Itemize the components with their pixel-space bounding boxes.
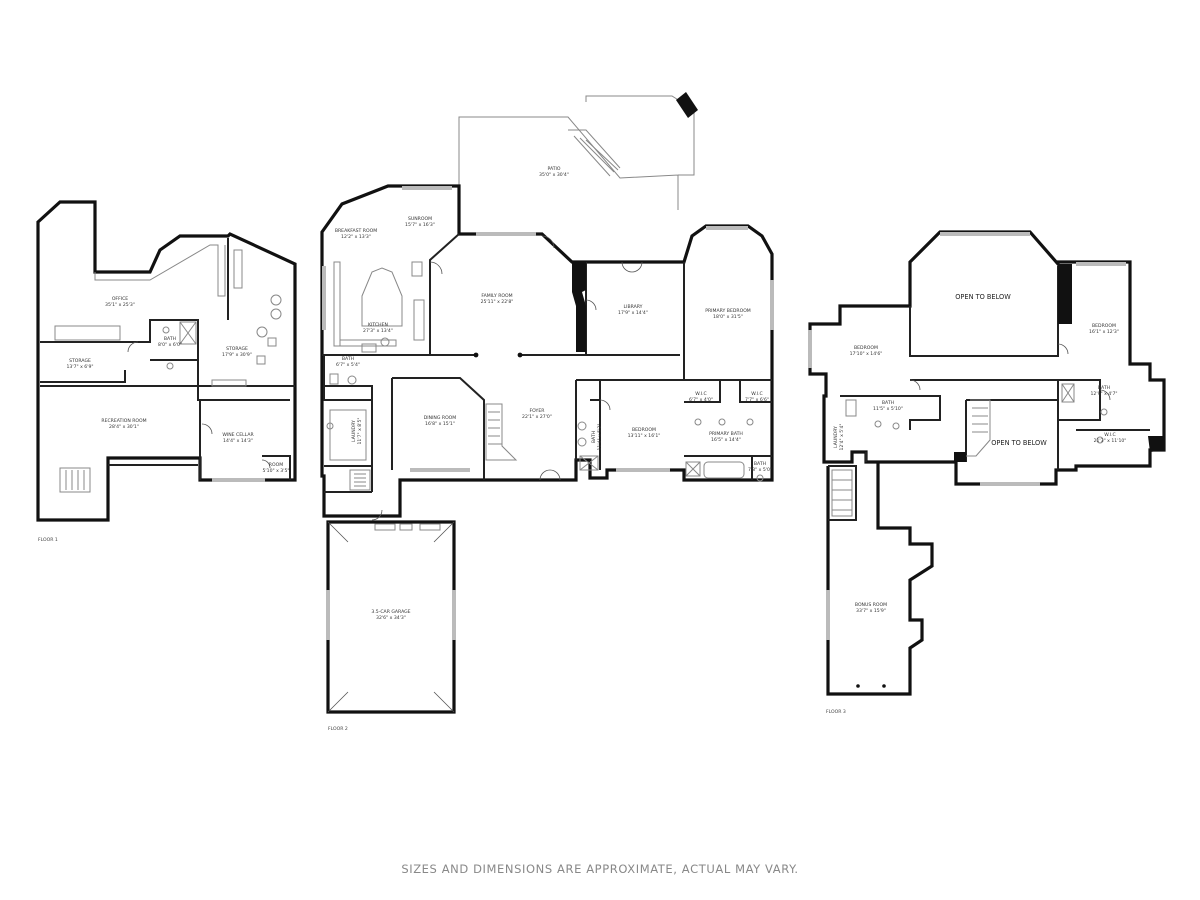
room-label: STORAGE [226,346,248,352]
room-dimensions: 16'5" x 14'4" [711,437,741,443]
room-dimensions: 16'1" x 12'3" [1089,329,1119,335]
room-label: PRIMARY BEDROOM [705,308,751,314]
room-label: BATH [754,461,766,467]
room-label: FOYER [530,408,546,414]
room-label: BEDROOM [632,427,656,433]
room-dimensions: 16'8" x 15'1" [425,421,455,427]
room-dimensions: 11'7" x 8'5" [357,417,363,444]
room-dimensions: 11'5" x 5'10" [873,406,903,412]
room-label: OFFICE [112,296,128,302]
room-dimensions: 18'0" x 31'5" [713,314,743,320]
room-dimensions: 17'9" x 30'9" [222,352,252,358]
room-label: W.I.C [751,391,763,397]
disclaimer-text: SIZES AND DIMENSIONS ARE APPROXIMATE, AC… [401,862,799,876]
floor-label: FLOOR 2 [328,726,348,732]
room-dimensions: 13'11" x 16'1" [628,433,661,439]
room-dimensions: 25'11" x 22'8" [481,299,514,305]
room-label: W.I.C [695,391,707,397]
room-label: BEDROOM [1092,323,1116,329]
room-dimensions: 12'2" x 13'3" [341,234,371,240]
floor-3-plan [808,230,1166,696]
room-label: WINE CELLAR [222,432,254,438]
room-label: BREAKFAST ROOM [335,228,377,234]
floor-1-labels: OFFICE 35'1" x 25'3" STORAGE 13'7" x 6'9… [38,296,290,543]
room-label: BATH [591,431,597,443]
room-dimensions: 14'4" x 14'3" [223,438,253,444]
room-dimensions: 6'7" x 5'4" [336,362,360,368]
room-dimensions: 11'4" x 5'2" [597,423,603,450]
room-label: LAUNDRY [351,420,357,442]
floor-label: FLOOR 1 [38,537,58,543]
room-label: STORAGE [69,358,91,364]
room-dimensions: 12'9" x 4'7" [1090,391,1117,397]
room-label: LAUNDRY [833,426,839,448]
room-label: W.I.C [1104,432,1116,438]
room-dimensions: 17'9" x 14'4" [618,310,648,316]
room-dimensions: 28'4" x 30'1" [109,424,139,430]
room-dimensions: 5'10" x 3'5" [262,468,289,474]
room-label: BATH [342,356,354,362]
room-dimensions: 6'7" x 4'0" [689,397,713,403]
room-dimensions: 7'8" x 5'0" [748,467,772,473]
room-dimensions: 13'7" x 6'9" [66,364,93,370]
room-label: 3.5-CAR GARAGE [371,609,410,615]
floor-label: FLOOR 3 [826,709,846,715]
room-label: SUNROOM [408,216,432,222]
room-label: BATH [164,336,176,342]
room-label: PATIO [547,166,560,172]
room-label: LIBRARY [624,304,643,310]
floor-2-plan [320,92,774,714]
floor-1-plan [36,200,297,522]
room-dimensions: 35'0" x 30'4" [539,172,569,178]
room-dimensions: 7'7" x 6'6" [745,397,769,403]
room-dimensions: 35'1" x 25'3" [105,302,135,308]
room-dimensions: 17'10" x 14'6" [850,351,883,357]
room-label: BEDROOM [854,345,878,351]
room-label: BATH [882,400,894,406]
room-label: ROOM [269,462,283,468]
room-label: KITCHEN [368,322,388,328]
room-dimensions: 8'0" x 6'0" [158,342,182,348]
room-label: OPEN TO BELOW [991,439,1047,447]
room-dimensions: 22'1" x 27'0" [522,414,552,420]
room-dimensions: 15'7" x 16'3" [405,222,435,228]
room-dimensions: 12'4" x 5'4" [839,423,845,450]
floor-3-labels: OPEN TO BELOW BEDROOM 17'10" x 14'6" BAT… [826,293,1126,715]
room-dimensions: 32'6" x 34'3" [376,615,406,621]
room-dimensions: 27'3" x 13'4" [363,328,393,334]
room-label: BATH [1098,385,1110,391]
room-dimensions: 33'7" x 15'9" [856,608,886,614]
room-label: DINING ROOM [424,415,457,421]
room-dimensions: 21'3" x 11'10" [1094,438,1127,444]
room-label: RECREATION ROOM [101,418,146,424]
room-label: BONUS ROOM [855,602,887,608]
room-label: OPEN TO BELOW [955,293,1011,301]
floor-2-labels: PATIO 35'0" x 30'4" BREAKFAST ROOM 12'2"… [328,166,772,732]
room-label: PRIMARY BATH [709,431,743,437]
room-label: FAMILY ROOM [481,293,512,299]
